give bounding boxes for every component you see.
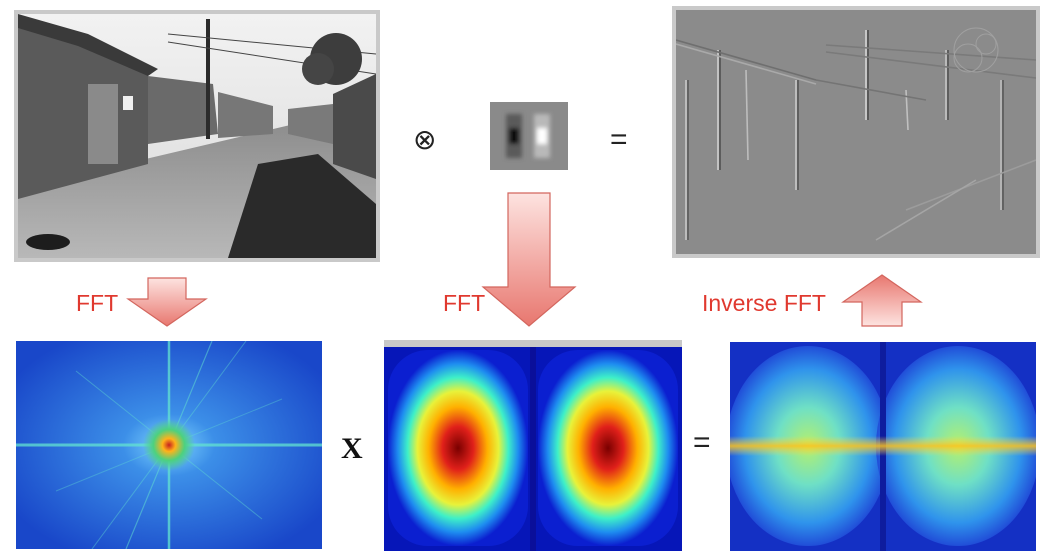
output-image <box>672 6 1040 258</box>
kernel-image <box>490 102 568 170</box>
inverse-fft-arrow <box>841 274 923 327</box>
fft-arrow-left <box>126 277 208 327</box>
street-photo <box>18 14 376 258</box>
fft-label-left: FFT <box>76 290 119 316</box>
multiply-operator: X <box>341 432 363 465</box>
convolve-operator: ⊗ <box>413 124 437 155</box>
fft-label-middle: FFT <box>443 290 486 316</box>
kernel-spectrum-plot <box>384 340 682 551</box>
inverse-fft-label: Inverse FFT <box>702 290 826 316</box>
input-image <box>14 10 380 262</box>
product-spectrum-plot <box>730 342 1036 551</box>
equals-operator-top: = <box>610 123 628 156</box>
edge-photo <box>676 10 1036 254</box>
fft-arrow-middle <box>481 192 577 327</box>
kernel-spectrum <box>384 340 682 551</box>
image-spectrum-plot <box>16 341 322 549</box>
image-spectrum <box>16 341 322 549</box>
product-spectrum <box>730 342 1036 551</box>
kernel-filter <box>490 102 568 170</box>
equals-operator-bottom: = <box>693 426 711 459</box>
